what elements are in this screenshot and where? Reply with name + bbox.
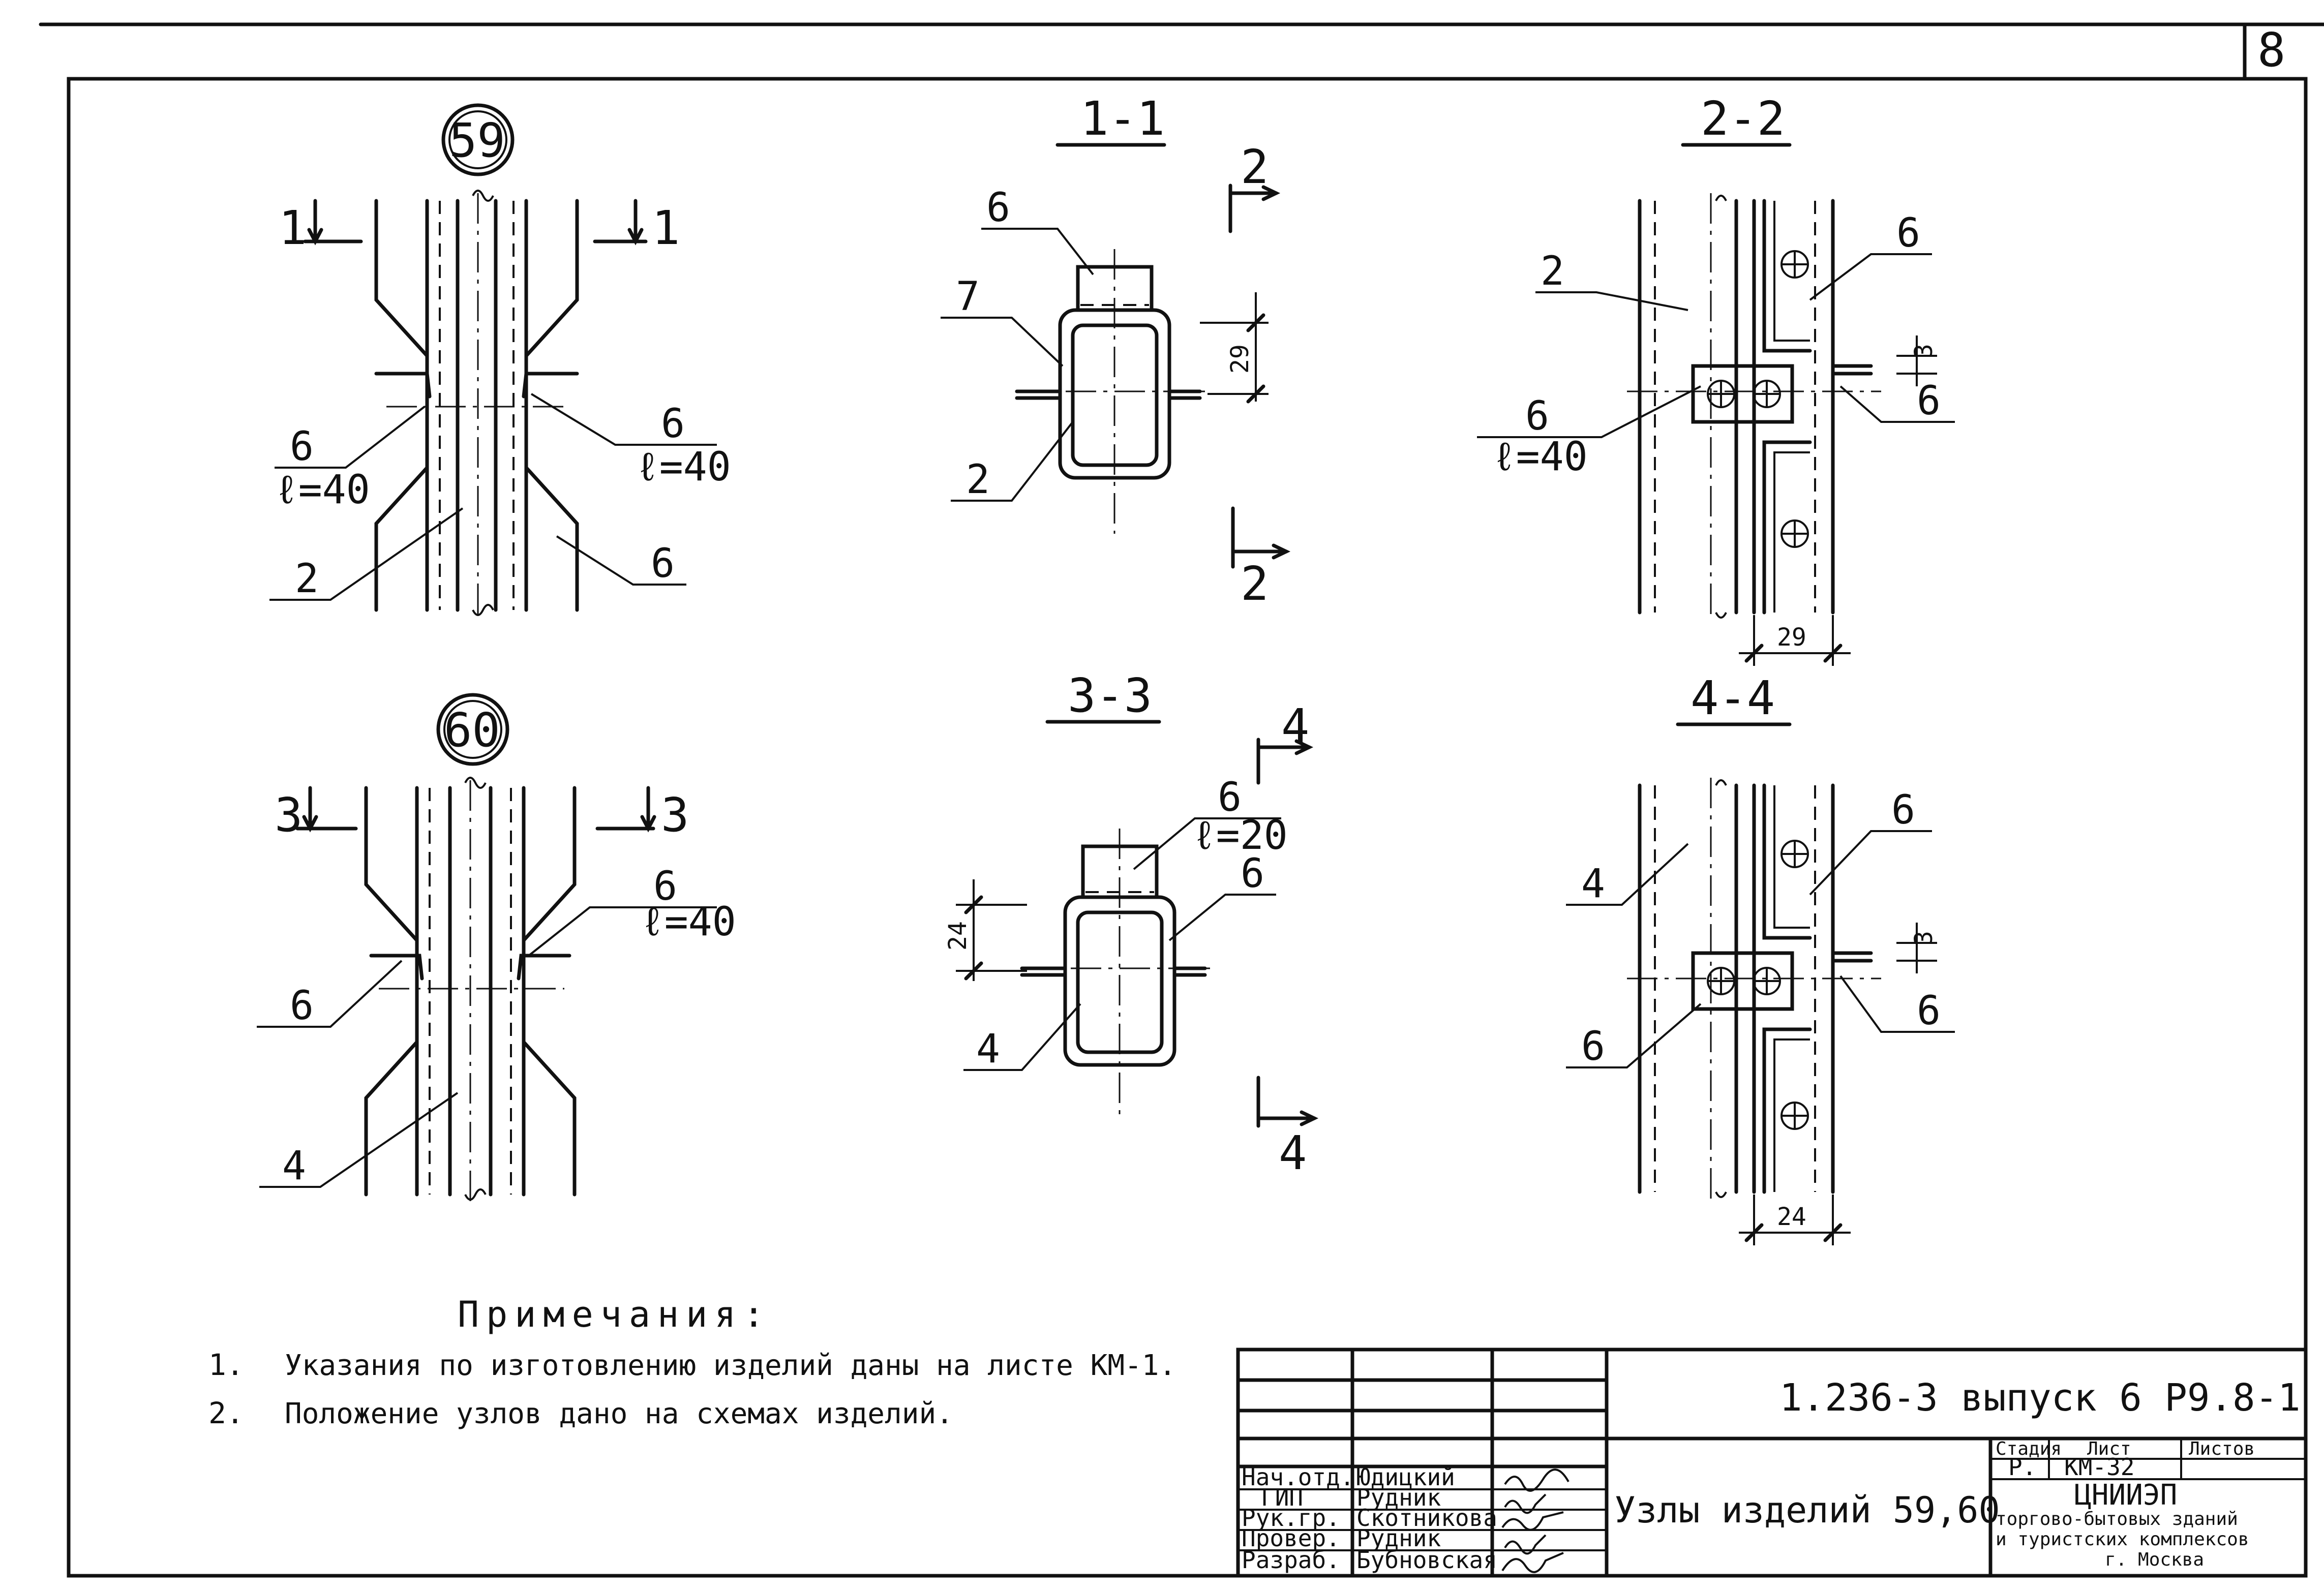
section-1-1: 1-1 6 7 2 29 2 2 (941, 91, 1291, 611)
cut-mark-3-right: 3 (661, 788, 689, 842)
note-1-text: Указания по изготовлению изделий даны на… (285, 1349, 1176, 1382)
staff-name-3: Скотникова (1356, 1504, 1497, 1532)
label-6-right: 6 (1917, 378, 1941, 424)
node-60-id: 60 (444, 703, 500, 757)
cut-mark-1-right: 1 (652, 201, 680, 255)
section-3-3-title: 3-3 (1068, 668, 1152, 723)
label-6-right: 6 (661, 401, 685, 447)
label-7: 7 (956, 274, 980, 320)
label-l40-mid: ℓ=40 (1492, 434, 1588, 480)
label-6-left: 6 (290, 424, 314, 470)
section-4-4: 4-4 4 6 6 6 3 (1566, 671, 1955, 1245)
section-1-1-title: 1-1 (1080, 91, 1165, 146)
dim-3: 3 (1910, 344, 1938, 358)
staff-role-1: Нач.отд. (1242, 1463, 1354, 1491)
label-l40-right: ℓ=40 (641, 899, 736, 945)
label-4: 4 (976, 1026, 1000, 1072)
label-6: 6 (986, 185, 1010, 231)
note-2-text: Положение узлов дано на схемах изделий. (285, 1397, 953, 1430)
sheet-frame: 8 (39, 22, 2324, 1578)
drawing-title: Узлы изделий 59,60 (1614, 1489, 2000, 1531)
note-2-num: 2. (208, 1396, 244, 1430)
staff-role-4: Провер. (1242, 1524, 1340, 1552)
label-2: 2 (1541, 249, 1564, 294)
label-6-left: 6 (1581, 1024, 1605, 1069)
view-arrow-2-bottom: 2 (1241, 557, 1269, 611)
dim-3: 3 (1910, 931, 1938, 945)
stage-value: Р. (2008, 1453, 2036, 1481)
section-4-4-title: 4-4 (1691, 671, 1775, 725)
section-2-2: 2-2 2 6 6 ℓ=40 (1477, 91, 1955, 666)
cut-mark-1-left: 1 (279, 201, 307, 255)
staff-name-5: Бубновская (1356, 1546, 1497, 1574)
dim-24-bottom: 24 (1777, 1203, 1806, 1231)
sheet-label: Лист (2087, 1439, 2131, 1459)
staff-name-4: Рудник (1356, 1524, 1441, 1552)
org-name: ЦНИИЭП (2074, 1479, 2177, 1512)
view-arrow-2-top: 2 (1241, 140, 1269, 194)
node-60: 60 3 3 6 ℓ=40 6 4 (257, 693, 736, 1202)
label-6-right: 6 (653, 864, 677, 909)
node-59-id: 59 (449, 113, 505, 168)
label-4: 4 (282, 1143, 306, 1189)
node-59: 59 1 1 6 ℓ=40 6 ℓ=40 (269, 103, 731, 618)
label-l40-right: ℓ=40 (636, 444, 731, 490)
page-number: 8 (2257, 23, 2285, 77)
staff-role-3: Рук.гр. (1242, 1504, 1340, 1532)
sheet-value: КМ-32 (2064, 1453, 2134, 1481)
dim-29-bottom: 29 (1777, 623, 1806, 652)
sheets-label: Листов (2189, 1439, 2255, 1459)
label-6-top: 6 (1896, 210, 1920, 256)
label-6-top: 6 (1891, 787, 1915, 833)
note-1-num: 1. (208, 1348, 244, 1382)
section-3-3: 3-3 6 ℓ=20 6 4 24 4 4 (944, 668, 1319, 1180)
label-6-left: 6 (290, 983, 314, 1029)
doc-code: 1.236-3 выпуск 6 Р9.8-1 (1779, 1376, 2301, 1420)
label-4: 4 (1581, 861, 1605, 907)
staff-role-2: ГИП (1261, 1484, 1303, 1511)
label-l20: ℓ=20 (1192, 813, 1288, 859)
notes: Примечания: 1. Указания по изготовлению … (208, 1294, 1176, 1430)
signatures (1501, 1468, 1570, 1573)
label-6-mid: 6 (1525, 393, 1549, 439)
section-2-2-title: 2-2 (1701, 91, 1785, 146)
dim-24: 24 (944, 921, 972, 951)
staff-name-1: Юдицкий (1356, 1463, 1455, 1491)
label-6-right: 6 (1917, 988, 1941, 1034)
view-arrow-4-top: 4 (1281, 699, 1309, 753)
stage-label: Стадия (1996, 1439, 2062, 1459)
label-6-bottom: 6 (651, 541, 675, 587)
org-line-1: торгово-бытовых зданий (1996, 1509, 2238, 1529)
label-2: 2 (966, 457, 990, 503)
label-2: 2 (295, 556, 319, 602)
org-city: г. Москва (2105, 1549, 2204, 1570)
label-6-plate: 6 (1241, 851, 1264, 897)
notes-heading: Примечания: (458, 1294, 772, 1335)
label-6-top: 6 (1218, 775, 1242, 820)
staff-name-2: Рудник (1356, 1484, 1441, 1511)
title-block: 1.236-3 выпуск 6 Р9.8-1 Узлы изделий 59,… (1236, 1348, 2308, 1578)
label-l40-left: ℓ=40 (275, 467, 370, 513)
dim-29: 29 (1226, 344, 1254, 374)
org-line-2: и туристских комплексов (1996, 1529, 2249, 1550)
view-arrow-4-bottom: 4 (1279, 1126, 1307, 1180)
staff-role-5: Разраб. (1242, 1546, 1340, 1574)
cut-mark-3-left: 3 (275, 788, 303, 842)
